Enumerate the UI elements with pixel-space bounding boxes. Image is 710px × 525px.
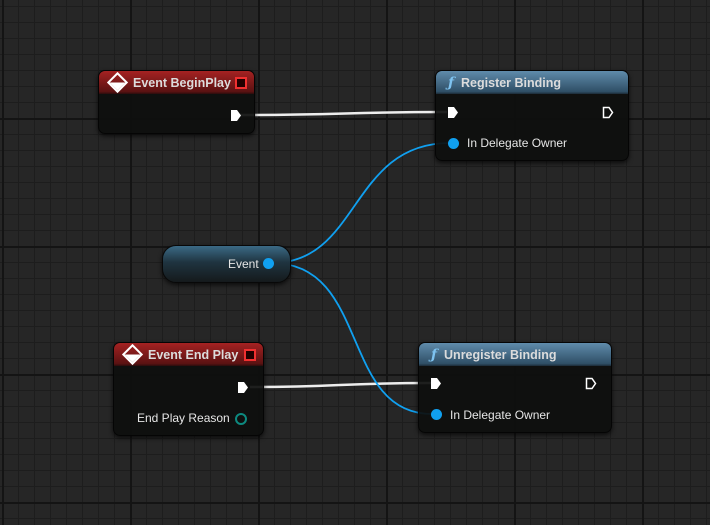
event-diamond-icon <box>121 343 144 366</box>
delegate-owner-pin[interactable] <box>431 409 442 420</box>
event-output-pin[interactable] <box>263 258 274 269</box>
exec-out-pin[interactable] <box>237 381 249 394</box>
delegate-wire-register <box>271 142 451 264</box>
node-register-binding[interactable]: ƒ Register Binding In Delegate Owner <box>435 70 629 161</box>
delegate-square-icon[interactable] <box>244 349 256 361</box>
exec-out-pin[interactable] <box>602 106 614 119</box>
node-title: Event BeginPlay <box>133 75 231 90</box>
event-diamond-icon <box>106 71 129 94</box>
variable-label: Event <box>228 257 259 271</box>
node-title: Register Binding <box>461 75 562 90</box>
exec-wire-endplay-unregister <box>249 381 432 389</box>
exec-wire-beginplay-register <box>239 110 448 117</box>
node-event-endplay[interactable]: Event End Play End Play Reason <box>113 342 264 436</box>
pin-label: In Delegate Owner <box>467 136 568 150</box>
function-icon: ƒ <box>448 74 455 91</box>
function-icon: ƒ <box>431 346 438 363</box>
delegate-square-icon[interactable] <box>235 77 247 89</box>
exec-in-pin[interactable] <box>430 377 442 390</box>
node-title: Event End Play <box>148 347 239 362</box>
delegate-wire-unregister <box>271 262 433 415</box>
exec-out-pin[interactable] <box>585 377 597 390</box>
exec-out-pin[interactable] <box>230 109 242 122</box>
node-title: Unregister Binding <box>444 347 557 362</box>
node-unregister-binding[interactable]: ƒ Unregister Binding In Delegate Owner <box>418 342 612 433</box>
end-play-reason-pin[interactable] <box>235 413 247 425</box>
delegate-owner-pin[interactable] <box>448 138 459 149</box>
event-variable-node[interactable]: Event <box>162 245 291 283</box>
pin-label: In Delegate Owner <box>450 408 551 422</box>
pin-label: End Play Reason <box>137 411 230 425</box>
node-event-beginplay[interactable]: Event BeginPlay <box>98 70 255 134</box>
exec-in-pin[interactable] <box>447 106 459 119</box>
